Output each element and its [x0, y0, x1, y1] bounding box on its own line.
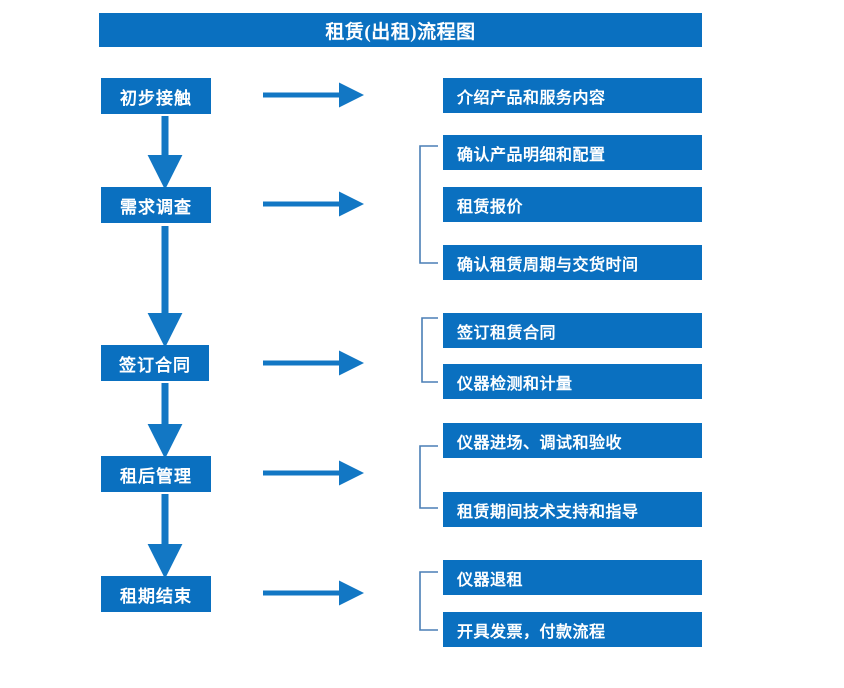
stage-box-post-rental-management[interactable]: 租后管理 [101, 456, 211, 492]
detail-box-technical-support[interactable]: 租赁期间技术支持和指导 [443, 492, 702, 527]
stage-box-initial-contact[interactable]: 初步接触 [101, 78, 211, 114]
page-title: 租赁(出租)流程图 [99, 13, 702, 47]
detail-box-confirm-product-details[interactable]: 确认产品明细和配置 [443, 135, 702, 170]
detail-box-instrument-inspection[interactable]: 仪器检测和计量 [443, 364, 702, 399]
bracket-stage5 [419, 571, 438, 631]
detail-box-invoice-payment[interactable]: 开具发票，付款流程 [443, 612, 702, 647]
bracket-stage2 [419, 145, 438, 264]
stage-box-sign-contract[interactable]: 签订合同 [101, 345, 209, 381]
stage-box-lease-end[interactable]: 租期结束 [101, 576, 211, 612]
detail-box-introduce-products[interactable]: 介绍产品和服务内容 [443, 78, 702, 113]
bracket-stage3 [421, 317, 438, 383]
bracket-stage4 [419, 445, 438, 509]
detail-box-rental-quotation[interactable]: 租赁报价 [443, 187, 702, 222]
detail-box-sign-lease-contract[interactable]: 签订租赁合同 [443, 313, 702, 348]
stage-box-demand-survey[interactable]: 需求调查 [101, 187, 211, 223]
detail-box-confirm-lease-period[interactable]: 确认租赁周期与交货时间 [443, 245, 702, 280]
detail-box-instrument-return[interactable]: 仪器退租 [443, 560, 702, 595]
detail-box-instrument-entry-commissioning[interactable]: 仪器进场、调试和验收 [443, 423, 702, 458]
